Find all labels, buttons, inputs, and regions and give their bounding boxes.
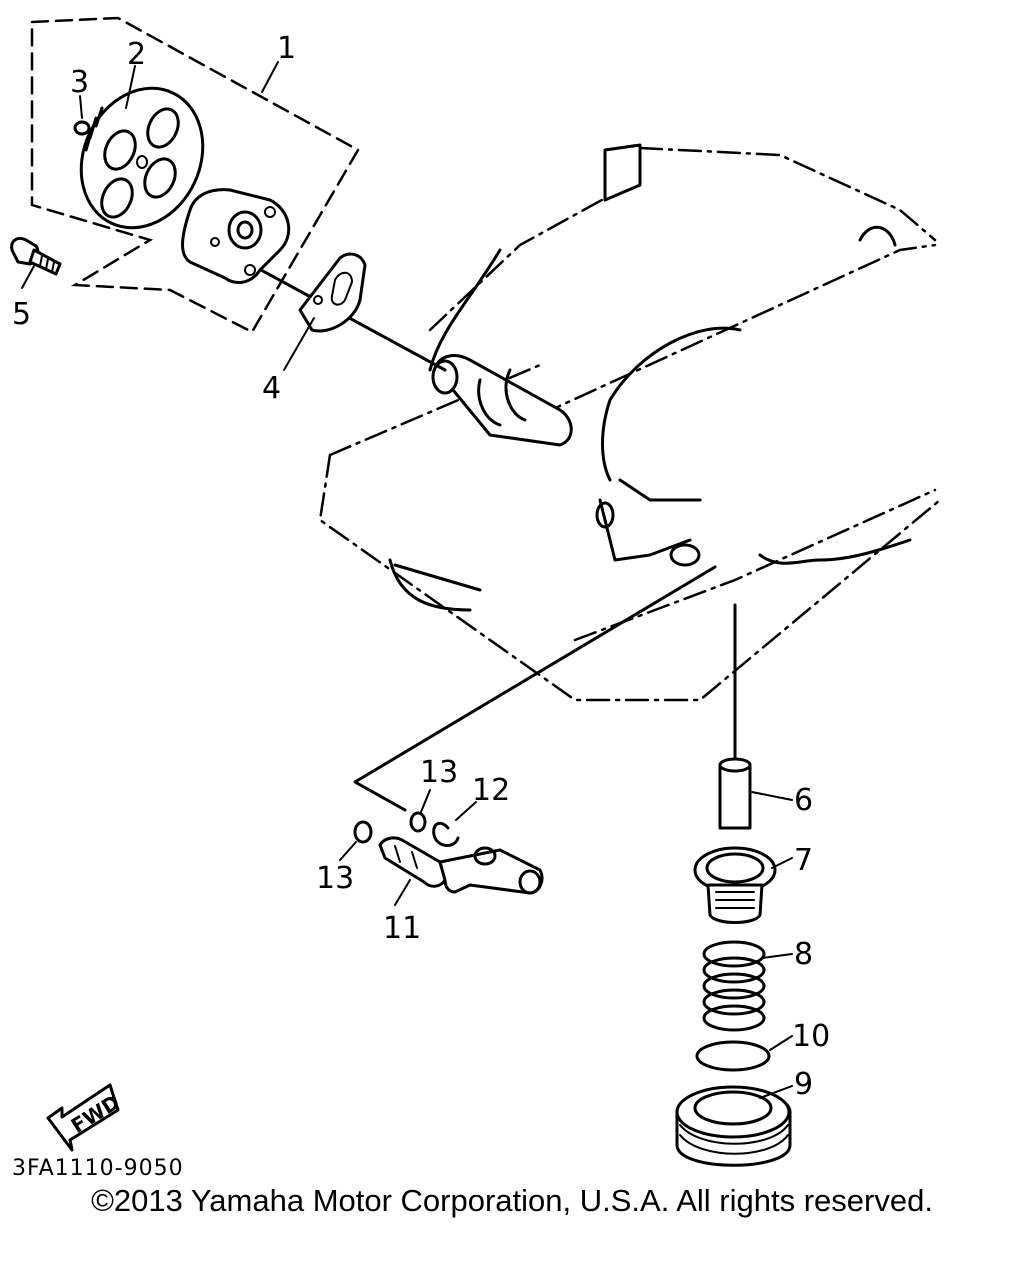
- callout-6: 6: [794, 783, 813, 818]
- callout-5: 5: [12, 297, 31, 332]
- callout-13-lower: 13: [316, 861, 354, 896]
- bolt-5: [10, 236, 62, 276]
- compression-spring-8: [702, 940, 766, 1032]
- o-ring-13-lower: [353, 820, 373, 844]
- oil-pump-body: [181, 188, 291, 284]
- collar-6: [718, 757, 752, 830]
- oil-pipe-11: [378, 836, 544, 895]
- callout-leaders: [21, 61, 793, 1099]
- oil-pump-driven-gear: [79, 86, 205, 230]
- callout-7: 7: [794, 843, 813, 878]
- o-ring-13-upper: [409, 811, 427, 833]
- copyright-notice: ©2013 Yamaha Motor Corporation, U.S.A. A…: [91, 1183, 933, 1218]
- callout-1: 1: [277, 31, 296, 66]
- assembly-1-dashed-boundary: [30, 16, 360, 334]
- clip-12: [432, 821, 460, 847]
- drawing-code: 3FA1110-9050: [12, 1156, 184, 1181]
- oil-strainer-7: [693, 846, 777, 924]
- drain-plug-9: [675, 1085, 792, 1167]
- callout-10: 10: [792, 1019, 830, 1054]
- callout-2: 2: [127, 37, 146, 72]
- callout-11: 11: [383, 911, 421, 946]
- forward-arrow-icon: FWD: [46, 1083, 124, 1152]
- pipe-location-line: [353, 565, 717, 812]
- gasket-4: [298, 252, 367, 333]
- o-ring-10: [695, 1040, 771, 1072]
- callout-12: 12: [472, 773, 510, 808]
- circlip-3: [73, 120, 91, 136]
- callout-4: 4: [262, 371, 281, 406]
- pump-mount-boss: [431, 354, 573, 447]
- callout-13-upper: 13: [420, 755, 458, 790]
- callout-3: 3: [70, 65, 89, 100]
- callout-8: 8: [794, 937, 813, 972]
- callout-9: 9: [794, 1067, 813, 1102]
